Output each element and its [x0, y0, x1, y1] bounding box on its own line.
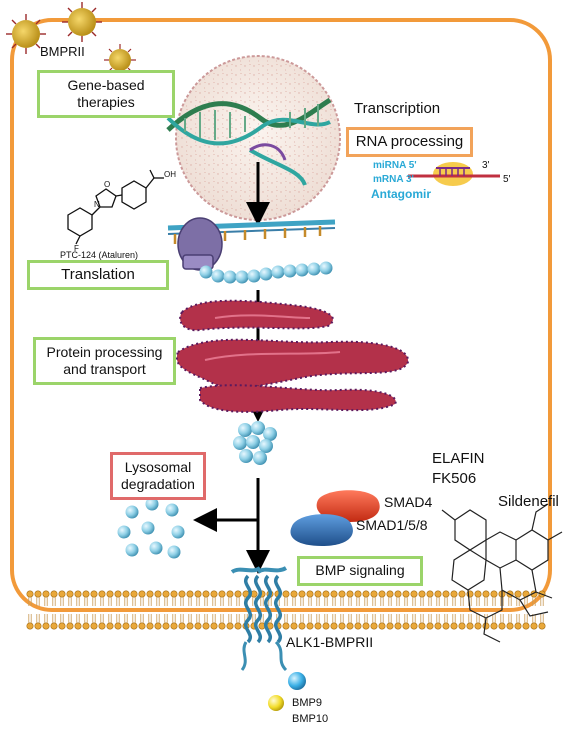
er-golgi-icon: [175, 299, 410, 413]
fk506-structure-icon: [441, 503, 563, 643]
chem-o-label: O: [104, 180, 111, 189]
elafin-label: ELAFIN: [432, 450, 485, 467]
translation-box: Translation: [27, 260, 169, 290]
degraded-protein-beads: [117, 497, 185, 559]
lysosomal-degradation-box: Lysosomal degradation: [110, 452, 206, 500]
mirna-label: miRNA 5': [373, 160, 417, 171]
smad4-protein-icon: [316, 490, 380, 522]
lysosomal-degradation-label: Lysosomal degradation: [121, 458, 195, 493]
receptor-label: ALK1-BMPRII: [286, 634, 374, 650]
ribosome-icon: [177, 217, 223, 271]
ptc124-label: PTC-124 (Ataluren): [60, 250, 139, 260]
cell-membrane-outline: [10, 18, 552, 612]
protein-processing-box: Protein processing and transport: [33, 337, 176, 385]
smad158-label: SMAD1/5/8: [356, 517, 428, 533]
mirna-3-prime-label: 3': [482, 160, 490, 171]
chem-oh-label: OH: [164, 170, 176, 179]
gene-based-therapies-label: Gene-based therapies: [67, 76, 145, 111]
viral-vector-icons: [6, 2, 136, 76]
chem-f-label: F: [74, 244, 79, 253]
translation-label: Translation: [61, 265, 135, 283]
antagomir-duplex-icon: [408, 162, 500, 186]
polypeptide-chain: [199, 261, 333, 284]
protein-cluster: [233, 421, 277, 465]
chem-n-label: N: [94, 200, 100, 209]
bmp-signaling-box: BMP signaling: [297, 556, 423, 586]
sildenefil-label: Sildenefil: [498, 493, 559, 510]
rna-processing-label: RNA processing: [355, 132, 464, 150]
antagomir-label: Antagomir: [371, 187, 431, 201]
alk1-bmprii-receptor-icon: [230, 566, 288, 672]
gene-based-therapies-box: Gene-based therapies: [37, 70, 175, 118]
smad158-protein-icon: [290, 514, 353, 546]
bmp-signaling-label: BMP signaling: [315, 562, 405, 579]
bmprii-vector-label: BMPRII: [40, 44, 85, 59]
smad4-label: SMAD4: [384, 494, 433, 510]
transcription-label: Transcription: [354, 100, 441, 117]
mrna-5-prime-label: 5': [503, 174, 511, 185]
bmp10-ligand-icon: [268, 695, 284, 711]
ptc124-structure-icon: [67, 169, 164, 245]
bmp10-label: BMP10: [292, 713, 329, 725]
protein-processing-label: Protein processing and transport: [46, 343, 163, 378]
mrna-label: mRNA 3': [373, 174, 414, 185]
bmp9-label: BMP9: [292, 697, 322, 709]
fk506-label: FK506: [432, 470, 477, 487]
bmp9-ligand-icon: [288, 672, 306, 690]
dna-helix-icon: [166, 97, 332, 186]
rna-processing-box: RNA processing: [346, 127, 473, 157]
